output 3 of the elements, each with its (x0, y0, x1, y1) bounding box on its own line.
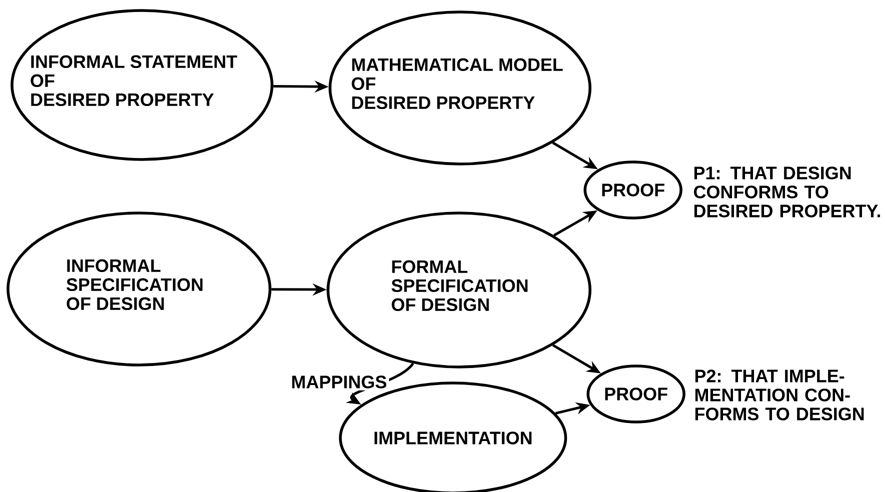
edge-label: MAPPINGS (289, 374, 390, 390)
note-text: P2: THAT IMPLE- MENTATION CON- FORMS TO DESIGN (695, 370, 864, 420)
note-text: P1: THAT DESIGN CONFORMS TO DESIRED PROPERTY. (694, 166, 880, 218)
